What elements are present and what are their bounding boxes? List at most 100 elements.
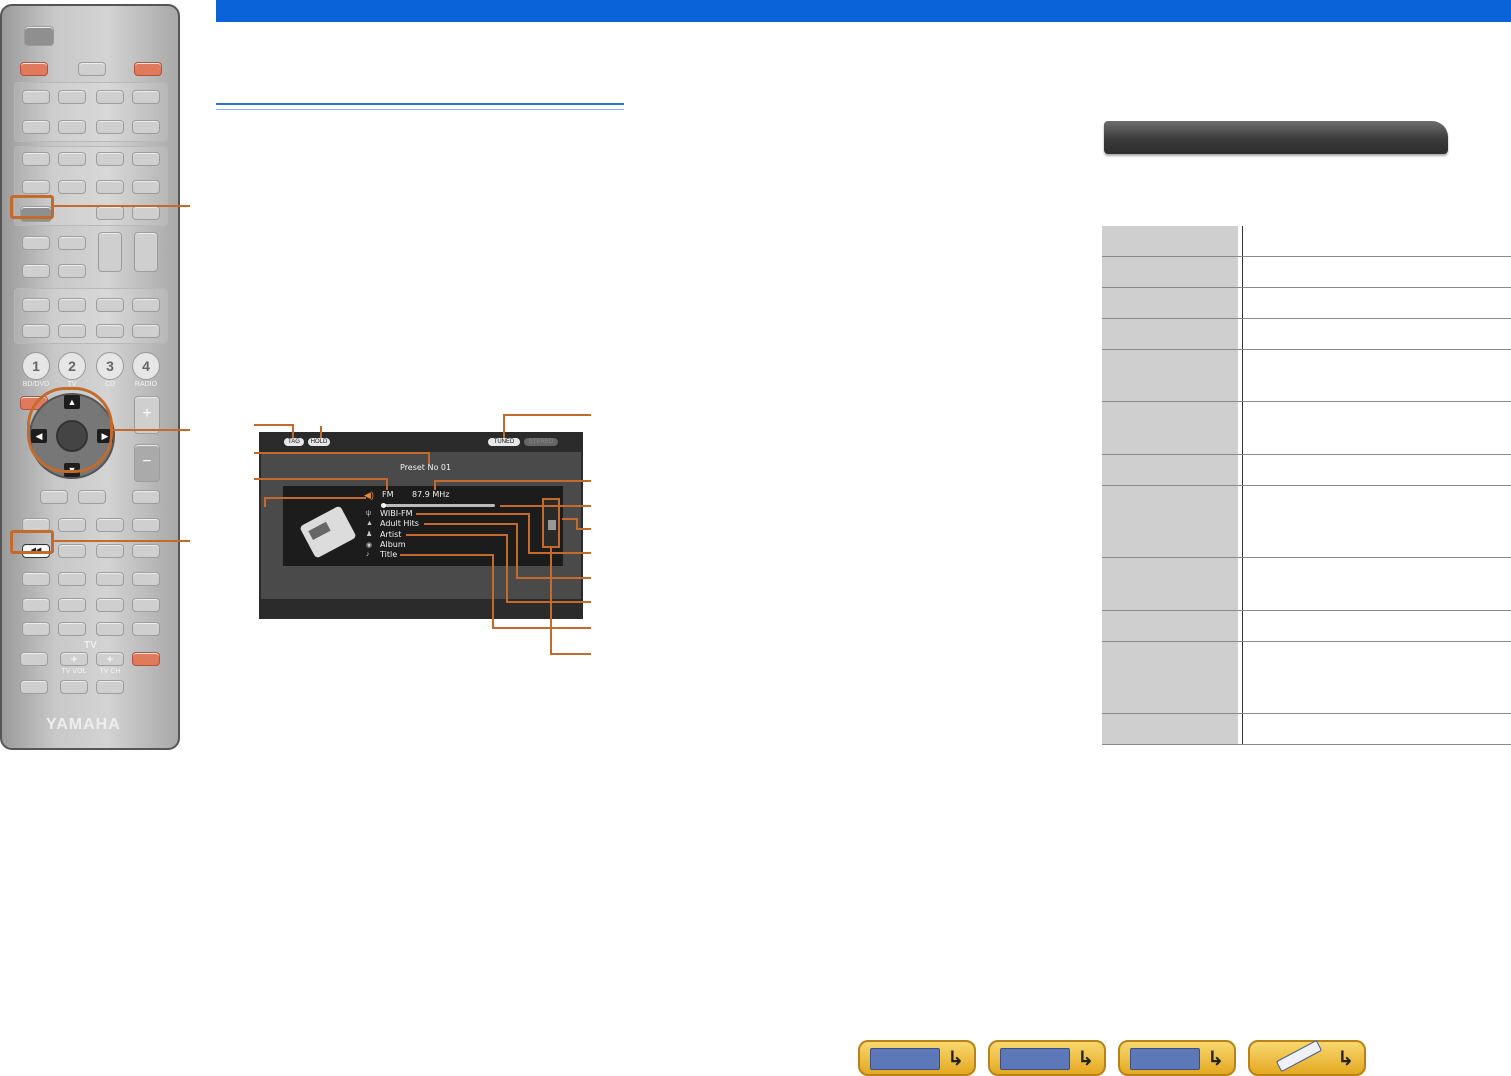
table-key-cell bbox=[1102, 557, 1238, 611]
table-value-cell bbox=[1242, 713, 1511, 745]
header-bar bbox=[216, 0, 1511, 22]
remote-button bbox=[132, 622, 160, 636]
table-row bbox=[1102, 349, 1511, 402]
note-icon: ♪ bbox=[366, 551, 370, 558]
table-value-cell bbox=[1242, 401, 1511, 455]
section-divider bbox=[216, 103, 624, 105]
speaker-icon: ◀) bbox=[364, 490, 374, 500]
remote-button bbox=[132, 298, 160, 312]
nav-rear-panel-button[interactable]: ↳ bbox=[1118, 1040, 1236, 1076]
callout-line bbox=[320, 426, 322, 438]
callout-line bbox=[416, 513, 529, 515]
remote-control: 1 2 3 4 BD/DVD TV CD RADIO + − ▲ ▼ ◀ ▶ ◀… bbox=[0, 4, 180, 750]
screen-bottom-strip bbox=[261, 599, 581, 617]
remote-button bbox=[22, 180, 50, 194]
remote-button bbox=[58, 572, 86, 586]
front-panel-icon bbox=[870, 1048, 940, 1070]
callout-line bbox=[264, 497, 266, 507]
callout-line bbox=[516, 523, 518, 578]
yamaha-logo: YAMAHA bbox=[46, 716, 121, 733]
signal-bar bbox=[381, 503, 495, 508]
remote-button bbox=[96, 180, 124, 194]
numeric-key-3: 3 bbox=[96, 352, 124, 380]
play-button bbox=[132, 518, 160, 532]
remote-button bbox=[22, 264, 50, 278]
table-separator bbox=[1238, 610, 1243, 642]
remote-button bbox=[96, 572, 124, 586]
highlight-box bbox=[10, 195, 54, 219]
remote-button bbox=[58, 236, 86, 250]
section-divider-thin bbox=[216, 109, 624, 110]
callout-line bbox=[434, 480, 436, 490]
remote-button bbox=[58, 90, 86, 104]
tv-volume-up-key: + bbox=[60, 652, 88, 666]
antenna-icon: ψ bbox=[366, 510, 371, 517]
table-value-cell bbox=[1242, 485, 1511, 558]
section-tab bbox=[1104, 121, 1448, 154]
nav-front-panel-button[interactable]: ↳ bbox=[858, 1040, 976, 1076]
remote-button bbox=[78, 490, 106, 504]
remote-button bbox=[96, 598, 124, 612]
table-value-cell bbox=[1242, 287, 1511, 319]
info-table bbox=[1102, 226, 1511, 745]
table-row bbox=[1102, 256, 1511, 288]
skip-forward-button bbox=[132, 544, 160, 558]
jump-arrow-icon: ↳ bbox=[1207, 1046, 1224, 1070]
remote-button bbox=[78, 62, 106, 76]
callout-line bbox=[503, 414, 505, 438]
table-row bbox=[1102, 557, 1511, 611]
callout-line bbox=[503, 414, 591, 416]
remote-button bbox=[58, 622, 86, 636]
callout-line bbox=[428, 452, 430, 464]
table-separator bbox=[1238, 485, 1243, 558]
rear-panel-icon bbox=[1130, 1048, 1200, 1070]
table-value-cell bbox=[1242, 256, 1511, 288]
remote-button bbox=[58, 152, 86, 166]
table-value-cell bbox=[1242, 557, 1511, 611]
table-separator bbox=[1238, 318, 1243, 350]
callout-line bbox=[516, 577, 591, 579]
table-row bbox=[1102, 641, 1511, 714]
remote-button bbox=[132, 90, 160, 104]
table-key-cell bbox=[1102, 610, 1238, 642]
nav-display-button[interactable]: ↳ bbox=[988, 1040, 1106, 1076]
callout-line bbox=[550, 548, 552, 654]
callout-line bbox=[110, 429, 190, 431]
table-row bbox=[1102, 287, 1511, 319]
numeric-key-4: 4 bbox=[132, 352, 160, 380]
table-row bbox=[1102, 485, 1511, 558]
remote-button bbox=[132, 180, 160, 194]
table-value-cell bbox=[1242, 349, 1511, 402]
highlight-box-cursor bbox=[27, 387, 113, 473]
tv-section-label: TV bbox=[84, 640, 97, 651]
table-row bbox=[1102, 401, 1511, 455]
power-button-left bbox=[20, 62, 48, 76]
table-separator bbox=[1238, 713, 1243, 745]
callout-line bbox=[254, 424, 294, 426]
remote-button bbox=[22, 298, 50, 312]
remote-button bbox=[20, 680, 48, 694]
jump-arrow-icon: ↳ bbox=[947, 1046, 964, 1070]
remote-button bbox=[132, 120, 160, 134]
table-key-cell bbox=[1102, 485, 1238, 558]
remote-button bbox=[22, 598, 50, 612]
table-value-cell bbox=[1242, 454, 1511, 486]
remote-button bbox=[132, 598, 160, 612]
display-icon bbox=[1000, 1048, 1070, 1070]
remote-button bbox=[96, 90, 124, 104]
signal-bar-knob bbox=[381, 503, 386, 508]
remote-button bbox=[96, 206, 124, 220]
remote-button bbox=[96, 324, 124, 338]
artist-icon: ♟ bbox=[366, 531, 373, 538]
volume-up-key: + bbox=[134, 396, 160, 434]
table-key-cell bbox=[1102, 401, 1238, 455]
callout-line bbox=[54, 540, 190, 542]
tv-channel-up-key: + bbox=[96, 652, 124, 666]
nav-remote-button[interactable]: ↳ bbox=[1248, 1039, 1366, 1076]
fast-forward-button bbox=[58, 544, 86, 558]
band-label: FM bbox=[382, 490, 394, 499]
table-row bbox=[1102, 713, 1511, 745]
callout-line bbox=[254, 452, 430, 454]
table-row bbox=[1102, 226, 1511, 257]
preset-number: Preset No 01 bbox=[400, 463, 452, 472]
